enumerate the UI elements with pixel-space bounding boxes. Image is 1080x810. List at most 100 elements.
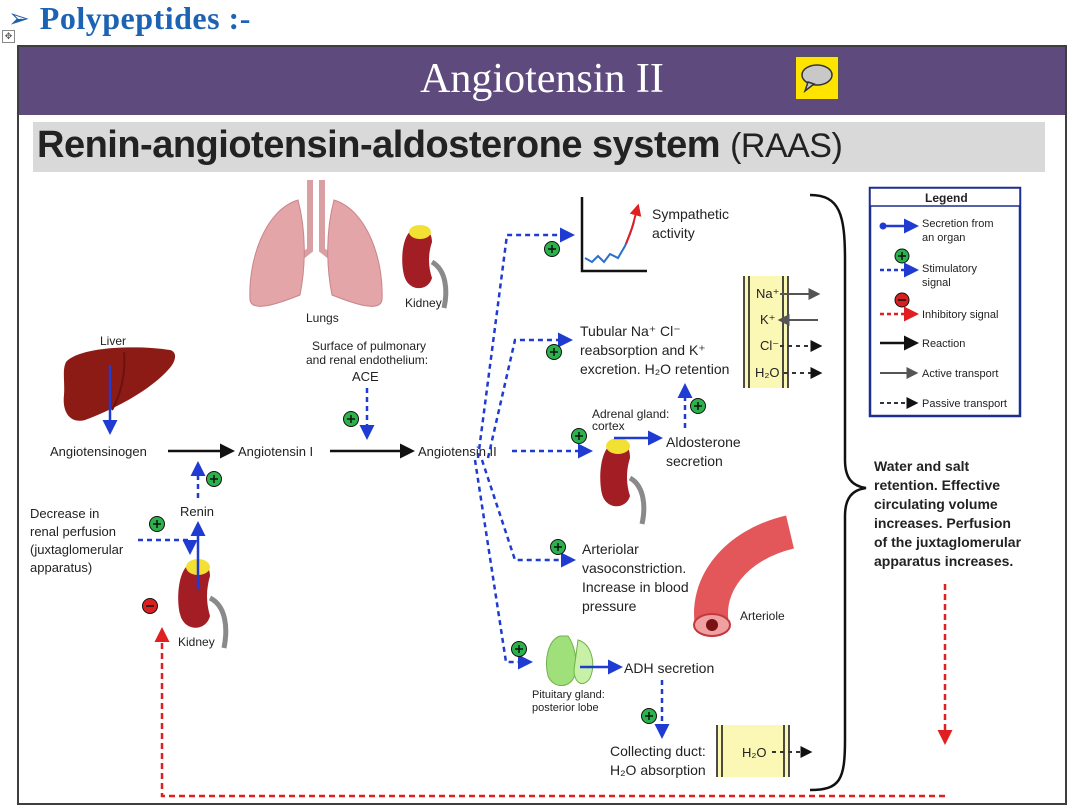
legend-secretion-icon bbox=[879, 218, 919, 234]
comment-button[interactable] bbox=[795, 56, 839, 100]
summary-line-6: apparatus increases. bbox=[874, 553, 1013, 569]
diagram-title-bar: Renin-angiotensin-aldosterone system (RA… bbox=[33, 122, 1045, 172]
pituitary-label-1: Pituitary gland: bbox=[532, 689, 605, 701]
legend-inhibitory-label: Inhibitory signal bbox=[922, 309, 998, 321]
plus-icon-sympathetic bbox=[544, 241, 560, 257]
lungs-illustration bbox=[249, 180, 383, 307]
branch-sympathetic bbox=[476, 227, 575, 459]
plus-icon-aldosterone bbox=[571, 428, 587, 444]
adrenal-kidney-illustration bbox=[600, 438, 647, 525]
sympathetic-graph-icon bbox=[580, 197, 647, 273]
ion-h2o: H₂O bbox=[755, 365, 780, 380]
arteriolar-label-1: Arteriolar bbox=[582, 541, 639, 557]
legend-reaction-label: Reaction bbox=[922, 338, 965, 350]
banner-title: Angiotensin II bbox=[420, 56, 664, 102]
slide-heading-text: Polypeptides :- bbox=[39, 0, 251, 36]
sympathetic-label-2: activity bbox=[652, 225, 695, 241]
legend-inhibitory-icon bbox=[880, 292, 919, 322]
perfusion-stimulatory-arrow bbox=[138, 538, 198, 555]
summary-line-1: Water and salt bbox=[874, 458, 970, 474]
legend-passive-label: Passive transport bbox=[922, 398, 1007, 410]
adrenal-label-2: cortex bbox=[592, 419, 625, 433]
plus-icon-pituitary bbox=[511, 641, 527, 657]
legend-stimulatory-icon bbox=[880, 248, 919, 278]
legend: Legend Secretion from an organ Stimulato… bbox=[868, 186, 1022, 418]
tubular-label-3: excretion. H₂O retention bbox=[580, 361, 729, 377]
move-handle-icon[interactable]: ✥ bbox=[2, 30, 15, 43]
branch-tubular bbox=[486, 332, 573, 459]
legend-title: Legend bbox=[925, 191, 968, 205]
ion-na: Na⁺ bbox=[756, 286, 779, 301]
title-banner: Angiotensin II bbox=[19, 47, 1065, 115]
summary-brace bbox=[809, 193, 867, 792]
ace-label: ACE bbox=[352, 369, 379, 384]
angiotensin2-label: Angiotensin II bbox=[418, 444, 497, 459]
endothelium-label-2: and renal endothelium: bbox=[306, 353, 428, 367]
slide-heading: ➢ Polypeptides :- bbox=[8, 0, 251, 38]
collecting-duct-box bbox=[716, 725, 790, 777]
adrenal-label-1: Adrenal gland: bbox=[592, 407, 669, 421]
arteriole-illustration bbox=[693, 515, 795, 637]
aldosterone-plus-icon bbox=[690, 398, 706, 414]
liver-illustration bbox=[63, 347, 176, 421]
pituitary-label-2: posterior lobe bbox=[532, 702, 599, 714]
adh-label: ADH secretion bbox=[624, 660, 714, 676]
tubular-label-1: Tubular Na⁺ Cl⁻ bbox=[580, 323, 681, 339]
angiotensin2-branches bbox=[473, 227, 593, 670]
ion-k: K⁺ bbox=[760, 312, 776, 327]
arteriole-label: Arteriole bbox=[740, 609, 785, 623]
summary-line-3: circulating volume bbox=[874, 496, 998, 512]
plus-icon-arteriolar bbox=[550, 539, 566, 555]
perfusion-label-4: apparatus) bbox=[30, 560, 92, 575]
kidney-bottom-label: Kidney bbox=[178, 635, 215, 649]
diagram-title-abbrev: (RAAS) bbox=[730, 127, 843, 165]
branch-pituitary bbox=[473, 459, 533, 670]
endothelium-label-1: Surface of pulmonary bbox=[312, 339, 426, 353]
legend-stimulatory-label-2: signal bbox=[922, 277, 951, 289]
perfusion-plus-icon bbox=[149, 516, 165, 532]
content-frame bbox=[17, 45, 1067, 805]
kidney-top-label: Kidney bbox=[405, 296, 442, 310]
renin-plus-icon bbox=[206, 471, 222, 487]
collecting-label-2: H₂O absorption bbox=[610, 762, 706, 778]
collecting-label-1: Collecting duct: bbox=[610, 743, 706, 759]
ion-cl: Cl⁻ bbox=[760, 338, 779, 353]
angiotensinogen-label: Angiotensinogen bbox=[50, 444, 147, 459]
bullet-arrow-icon: ➢ bbox=[8, 2, 30, 33]
inhibitory-minus-icon bbox=[142, 598, 158, 614]
aldosterone-label-1: Aldosterone bbox=[666, 434, 741, 450]
perfusion-label-2: renal perfusion bbox=[30, 524, 116, 539]
perfusion-label-1: Decrease in bbox=[30, 506, 99, 521]
aldosterone-label-2: secretion bbox=[666, 453, 723, 469]
ace-plus-icon bbox=[343, 411, 359, 427]
angiotensin1-label: Angiotensin I bbox=[238, 444, 313, 459]
legend-stimulatory-label-1: Stimulatory bbox=[922, 263, 978, 275]
speech-bubble-icon bbox=[801, 64, 833, 94]
tubular-label-2: reabsorption and K⁺ bbox=[580, 342, 706, 358]
perfusion-label-3: (juxtaglomerular bbox=[30, 542, 124, 557]
lungs-label: Lungs bbox=[306, 311, 339, 325]
water-salt-summary: Water and salt retention. Effective circ… bbox=[874, 458, 1022, 569]
plus-icon-tubular bbox=[546, 344, 562, 360]
summary-line-4: increases. Perfusion bbox=[874, 515, 1011, 531]
sympathetic-label-1: Sympathetic bbox=[652, 206, 729, 222]
adh-plus-icon bbox=[641, 708, 657, 724]
kidney-bottom-illustration bbox=[178, 559, 229, 649]
collecting-ion-h2o: H₂O bbox=[742, 745, 767, 760]
legend-secretion-label-1: Secretion from bbox=[922, 218, 994, 230]
arteriolar-label-4: pressure bbox=[582, 598, 637, 614]
arteriolar-label-2: vasoconstriction. bbox=[582, 560, 686, 576]
pituitary-illustration bbox=[546, 635, 594, 686]
kidney-top-illustration bbox=[402, 225, 449, 309]
summary-line-5: of the juxtaglomerular bbox=[874, 534, 1022, 550]
renin-label: Renin bbox=[180, 504, 214, 519]
summary-line-2: retention. Effective bbox=[874, 477, 1000, 493]
arteriolar-label-3: Increase in blood bbox=[582, 579, 689, 595]
branch-plus-icons bbox=[511, 241, 587, 657]
legend-secretion-label-2: an organ bbox=[922, 232, 965, 244]
feedback-inhibitory-arrow bbox=[154, 627, 945, 798]
diagram-title: Renin-angiotensin-aldosterone system (RA… bbox=[37, 124, 843, 167]
liver-label: Liver bbox=[100, 334, 126, 348]
diagram-title-main: Renin-angiotensin-aldosterone system bbox=[37, 124, 721, 166]
